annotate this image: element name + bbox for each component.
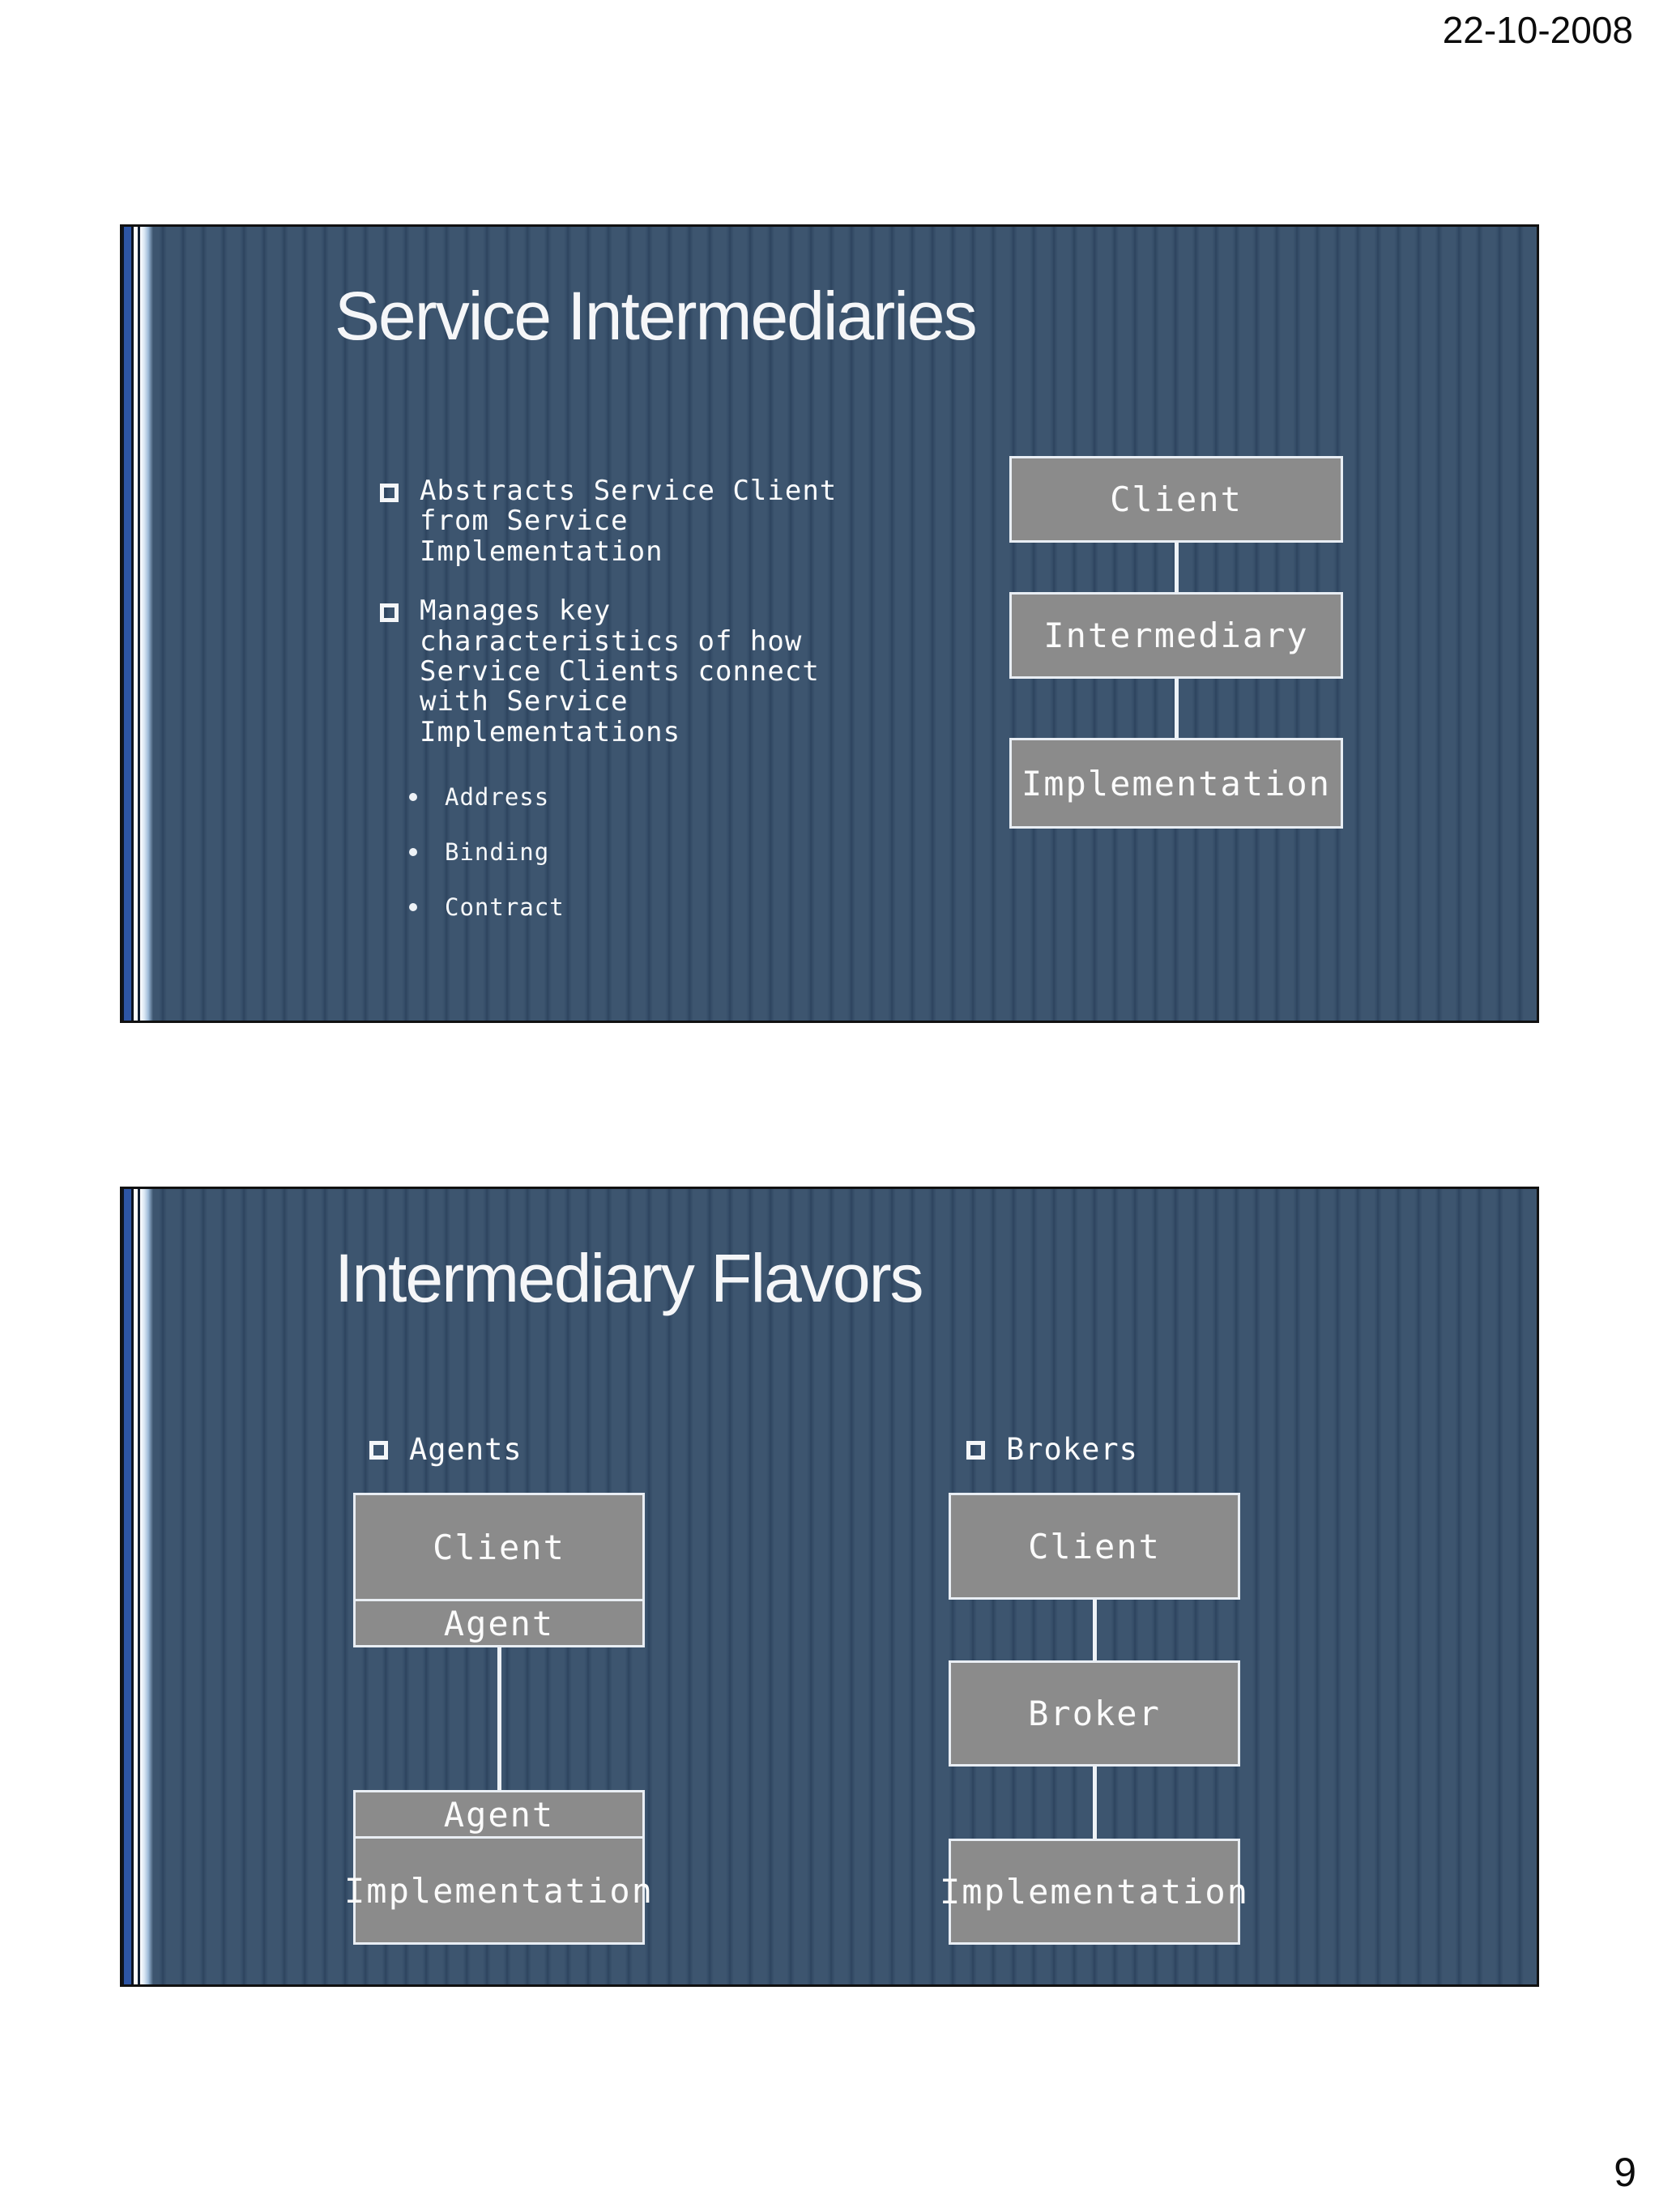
- slide-accent-stripes: [122, 227, 155, 1021]
- sub-bullet-item: Address: [409, 783, 882, 811]
- square-bullet-icon: [380, 484, 399, 502]
- diagram-box-implementation: Implementation: [1009, 738, 1343, 829]
- client-agent-combo-box: Client Agent: [353, 1493, 645, 1647]
- slide1-intermediary-diagram: Client Intermediary Implementation: [1009, 456, 1343, 829]
- dot-bullet-icon: [409, 903, 417, 912]
- diagram-box-implementation: Implementation: [940, 1839, 1247, 1945]
- slide-service-intermediaries: Service Intermediaries Abstracts Service…: [120, 224, 1539, 1023]
- dot-bullet-icon: [409, 848, 417, 857]
- slide2-title: Intermediary Flavors: [335, 1240, 924, 1316]
- connector-line: [1092, 1767, 1097, 1839]
- brokers-label-text: Brokers: [1006, 1432, 1138, 1467]
- bullet-item: Manages key characteristics of how Servi…: [380, 595, 882, 748]
- sub-bullet-item: Contract: [409, 893, 882, 921]
- handout-date: 22-10-2008: [1442, 9, 1633, 51]
- brokers-diagram: Client Broker Implementation: [940, 1493, 1247, 1945]
- agent-implementation-combo-box: Agent Implementation: [344, 1790, 652, 1945]
- agents-label: Agents: [369, 1432, 522, 1467]
- slide-intermediary-flavors: Intermediary Flavors Agents Brokers Clie…: [120, 1187, 1539, 1987]
- slide-accent-stripes: [122, 1189, 155, 1984]
- brokers-label: Brokers: [966, 1432, 1138, 1467]
- square-bullet-icon: [369, 1441, 388, 1460]
- bullet-text: Abstracts Service Client from Service Im…: [420, 475, 838, 568]
- bullet-text: Manages key characteristics of how Servi…: [420, 595, 820, 748]
- page-number: 9: [1614, 2150, 1636, 2195]
- dot-bullet-icon: [409, 793, 417, 802]
- sub-bullet-text: Contract: [445, 893, 565, 922]
- agents-diagram: Client Agent Agent Implementation: [344, 1493, 652, 1945]
- slide1-sub-bullet-list: Address Binding Contract: [409, 783, 882, 921]
- diagram-box-client: Client: [1009, 456, 1343, 543]
- square-bullet-icon: [380, 603, 399, 623]
- diagram-box-agent: Agent: [356, 1599, 642, 1645]
- connector-line: [1092, 1600, 1097, 1660]
- slide1-title: Service Intermediaries: [335, 278, 978, 354]
- diagram-box-broker: Broker: [949, 1660, 1240, 1767]
- diagram-box-agent: Agent: [443, 1794, 555, 1835]
- diagram-box-client: Client: [949, 1493, 1240, 1600]
- sub-bullet-text: Binding: [445, 838, 550, 867]
- diagram-box-implementation: Implementation: [344, 1836, 652, 1942]
- sub-bullet-text: Address: [445, 783, 550, 812]
- diagram-box-intermediary: Intermediary: [1009, 592, 1343, 679]
- connector-line: [497, 1647, 501, 1790]
- agents-label-text: Agents: [409, 1432, 522, 1467]
- sub-bullet-item: Binding: [409, 838, 882, 866]
- connector-line: [1174, 679, 1179, 738]
- bullet-item: Abstracts Service Client from Service Im…: [380, 475, 882, 568]
- connector-line: [1174, 543, 1179, 592]
- square-bullet-icon: [966, 1441, 985, 1460]
- slide1-bullet-list: Abstracts Service Client from Service Im…: [380, 475, 882, 948]
- diagram-box-client: Client: [433, 1527, 565, 1567]
